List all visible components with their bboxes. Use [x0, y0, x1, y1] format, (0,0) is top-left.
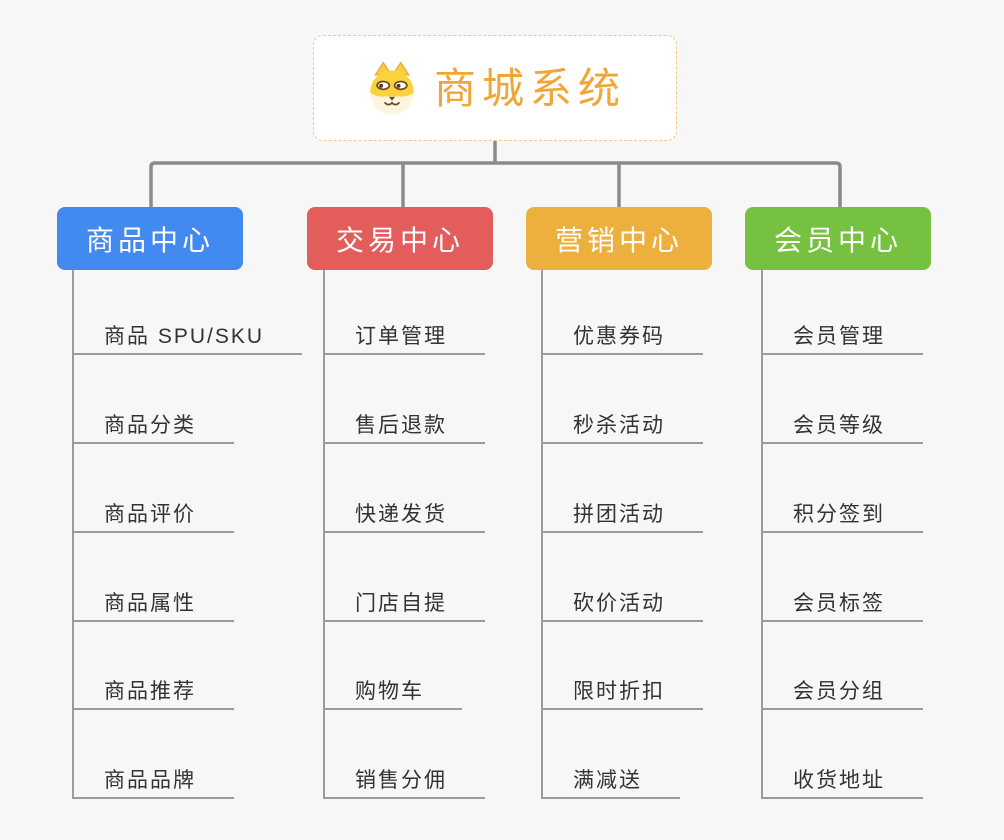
- branch-children-trade-center: 订单管理 售后退款 快递发货 门店自提 购物车 销售分佣: [323, 270, 485, 799]
- child-node[interactable]: 会员等级: [763, 410, 923, 444]
- child-node[interactable]: 满减送: [543, 765, 680, 799]
- child-node[interactable]: 商品推荐: [74, 676, 234, 710]
- branch-children-member-center: 会员管理 会员等级 积分签到 会员标签 会员分组 收货地址: [761, 270, 923, 799]
- child-node[interactable]: 订单管理: [325, 321, 485, 355]
- child-node[interactable]: 秒杀活动: [543, 410, 703, 444]
- child-node[interactable]: 商品品牌: [74, 765, 234, 799]
- child-node[interactable]: 商品属性: [74, 588, 234, 622]
- child-node[interactable]: 商品分类: [74, 410, 234, 444]
- child-node[interactable]: 快递发货: [325, 499, 485, 533]
- child-node[interactable]: 商品评价: [74, 499, 234, 533]
- branch-children-marketing-center: 优惠券码 秒杀活动 拼团活动 砍价活动 限时折扣 满减送: [541, 270, 703, 799]
- branch-node-member-center[interactable]: 会员中心: [745, 207, 931, 270]
- child-node[interactable]: 收货地址: [763, 765, 923, 799]
- child-node[interactable]: 售后退款: [325, 410, 485, 444]
- child-node[interactable]: 砍价活动: [543, 588, 703, 622]
- shiba-dog-icon: [370, 61, 414, 115]
- child-node[interactable]: 会员标签: [763, 588, 923, 622]
- child-node[interactable]: 销售分佣: [325, 765, 485, 799]
- child-node[interactable]: 会员管理: [763, 321, 923, 355]
- child-node[interactable]: 拼团活动: [543, 499, 703, 533]
- branch-node-trade-center[interactable]: 交易中心: [307, 207, 493, 270]
- root-title: 商城系统: [433, 65, 626, 112]
- child-node[interactable]: 优惠券码: [543, 321, 703, 355]
- branch-children-product-center: 商品 SPU/SKU 商品分类 商品评价 商品属性 商品推荐 商品品牌: [72, 270, 303, 799]
- child-node[interactable]: 商品 SPU/SKU: [74, 321, 303, 355]
- child-node[interactable]: 购物车: [325, 676, 462, 710]
- branch-node-product-center[interactable]: 商品中心: [57, 207, 243, 270]
- child-node[interactable]: 门店自提: [325, 588, 485, 622]
- child-node[interactable]: 积分签到: [763, 499, 923, 533]
- child-node[interactable]: 限时折扣: [543, 676, 703, 710]
- root-node[interactable]: 商城系统: [313, 35, 677, 141]
- branch-node-marketing-center[interactable]: 营销中心: [526, 207, 712, 270]
- child-node[interactable]: 会员分组: [763, 676, 923, 710]
